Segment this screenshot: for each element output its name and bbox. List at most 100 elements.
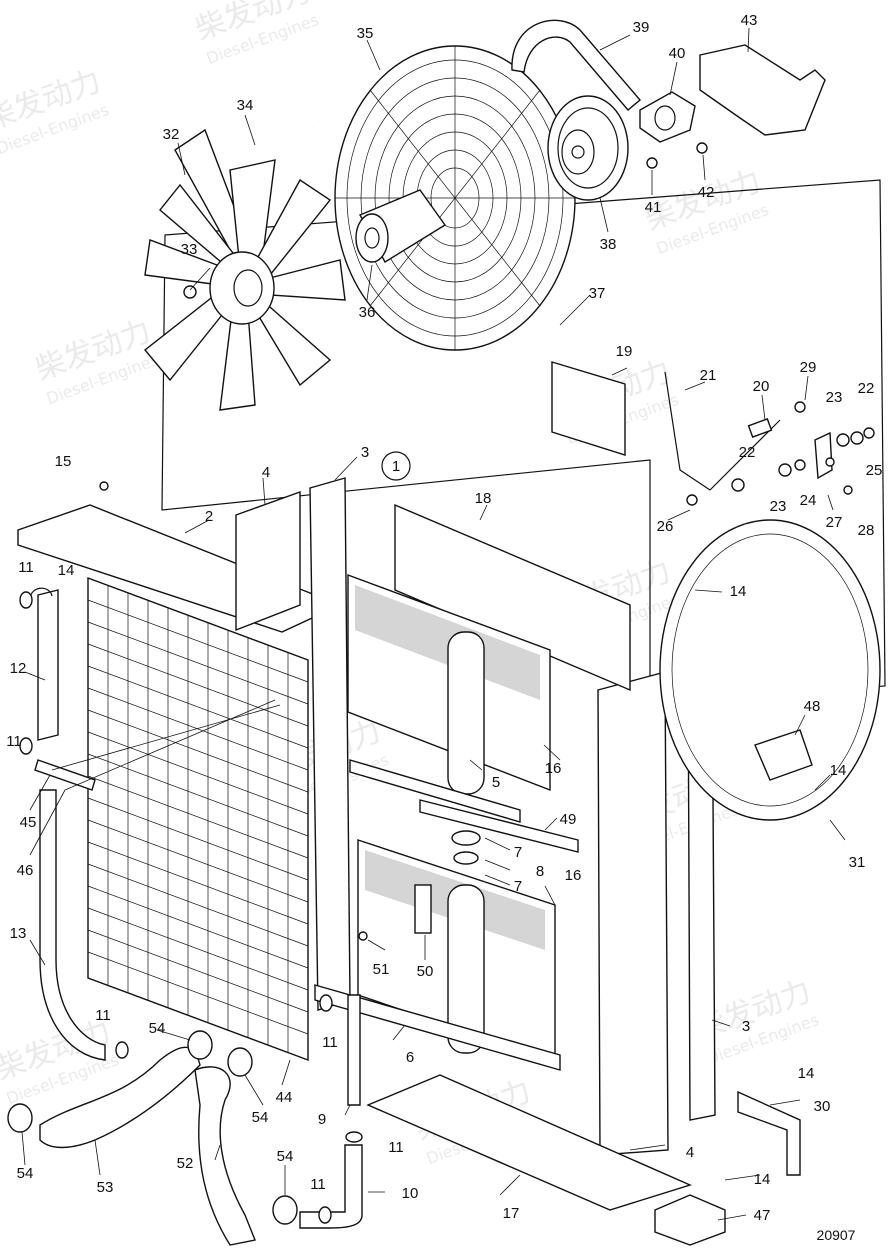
callout-32: 32: [163, 126, 180, 143]
callout-25: 25: [866, 462, 883, 479]
fan-hub-spacer: [355, 189, 447, 263]
callout-labels: 2 3 3 4 4 5 6 7 7 8 9 10 11 11 11 11 11 …: [6, 12, 882, 1224]
stud-rod-inner: [221, 118, 319, 164]
callout-9: 9: [318, 1111, 326, 1128]
callout-28: 28: [858, 522, 875, 539]
callout-42: 42: [698, 184, 715, 201]
fan-hub: [209, 251, 275, 325]
callout-14: 14: [830, 762, 847, 779]
screw: [358, 931, 368, 941]
pulley: [547, 95, 629, 201]
callout-48: 48: [804, 698, 821, 715]
callout-33: 33: [181, 241, 198, 258]
callout-11: 11: [6, 733, 22, 750]
callout-10: 10: [402, 1185, 419, 1202]
callout-6: 6: [406, 1049, 414, 1066]
callout-3: 3: [361, 444, 369, 461]
callout-14: 14: [798, 1065, 815, 1082]
cross-beam: [419, 799, 579, 853]
callout-14: 14: [730, 583, 747, 600]
strap-bracket: [414, 884, 432, 934]
callout-11: 11: [18, 559, 34, 576]
callout-23: 23: [770, 498, 787, 515]
callout-16: 16: [545, 760, 562, 777]
foot-bracket: [654, 1194, 726, 1246]
callout-11: 11: [388, 1139, 404, 1156]
bottom-plate: [366, 1074, 692, 1211]
bottom-rail: [314, 984, 561, 1071]
cross-beam: [349, 759, 521, 823]
callout-37: 37: [589, 285, 606, 302]
callout-2: 2: [205, 508, 213, 525]
callout-24: 24: [800, 492, 817, 509]
hose-clamps: [7, 1030, 298, 1225]
side-channel-left: [309, 477, 351, 1011]
fan-shroud-ring: [659, 519, 881, 821]
stay-rod-hardware: [686, 401, 875, 506]
shroud-bracket: [754, 729, 813, 781]
side-bracket-left: [235, 491, 301, 632]
pipe-elbow: [299, 1144, 363, 1229]
callout-17: 17: [503, 1205, 520, 1222]
callout-12: 12: [10, 660, 27, 677]
pipe-bracket: [34, 759, 96, 791]
fan-guard: [334, 45, 576, 351]
callout-54: 54: [149, 1020, 166, 1037]
callout-4: 4: [686, 1144, 694, 1161]
mounting-plate: [551, 361, 626, 456]
callout-40: 40: [669, 45, 686, 62]
fan-blades: [144, 128, 346, 411]
callout-39: 39: [633, 19, 650, 36]
coolant-hose: [39, 789, 106, 1061]
callout-21: 21: [700, 367, 717, 384]
group-marker-circle: [381, 451, 411, 481]
callout-44: 44: [276, 1089, 293, 1106]
stay-rod: [664, 371, 781, 491]
callout-30: 30: [814, 1098, 831, 1115]
radiator-upper: [347, 573, 551, 795]
callout-35: 35: [357, 25, 374, 42]
drive-belt: [511, 19, 641, 111]
figure-number: 20907: [817, 1227, 856, 1243]
callout-49: 49: [560, 811, 577, 828]
bolt: [696, 142, 708, 154]
callout-13: 13: [10, 925, 27, 942]
callout-8: 8: [536, 863, 544, 880]
callout-14: 14: [754, 1171, 771, 1188]
callout-7: 7: [514, 878, 522, 895]
callout-23: 23: [826, 389, 843, 406]
callout-20: 20: [753, 378, 770, 395]
callout-29: 29: [800, 359, 817, 376]
callout-18: 18: [475, 490, 492, 507]
hub-bolt: [183, 285, 197, 299]
callout-27: 27: [826, 514, 843, 531]
callout-19: 19: [616, 343, 633, 360]
callout-46: 46: [17, 862, 34, 879]
callout-22: 22: [739, 444, 756, 461]
leader-lines: [21, 27, 846, 1221]
callout-22: 22: [858, 380, 875, 397]
screw: [99, 481, 109, 491]
hub-flange: [639, 91, 696, 143]
callout-15: 15: [55, 453, 72, 470]
callout-54: 54: [277, 1148, 294, 1165]
mounting-bracket: [699, 44, 826, 136]
charge-air-cooler: [394, 503, 631, 692]
callout-4: 4: [262, 464, 270, 481]
front-grille: [87, 576, 309, 1062]
callout-26: 26: [657, 518, 674, 535]
callout-3: 3: [742, 1018, 750, 1035]
callout-53: 53: [97, 1179, 114, 1196]
callout-7: 7: [514, 844, 522, 861]
bolt: [646, 157, 658, 169]
callout-31: 31: [849, 854, 866, 871]
o-rings: [19, 591, 363, 1224]
group-marker: 1: [392, 458, 400, 475]
callout-14: 14: [58, 562, 75, 579]
callout-34: 34: [237, 97, 254, 114]
callout-5: 5: [492, 774, 500, 791]
callout-11: 11: [322, 1034, 338, 1051]
callout-51: 51: [373, 961, 390, 978]
callout-54: 54: [252, 1109, 269, 1126]
callout-43: 43: [741, 12, 758, 29]
